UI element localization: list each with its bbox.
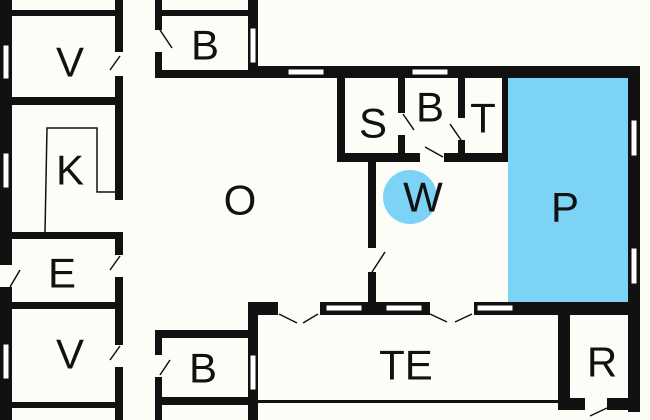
k-counter-line xyxy=(44,127,118,233)
door-openings xyxy=(0,29,608,417)
room-label-k: K xyxy=(56,147,84,194)
room-p-fill xyxy=(508,78,628,302)
room-label-v2: V xyxy=(56,331,84,378)
room-label-w: W xyxy=(403,174,443,221)
room-label-b-bath: B xyxy=(416,84,444,131)
room-label-s: S xyxy=(359,100,387,147)
room-w-marker xyxy=(383,170,437,224)
room-label-r: R xyxy=(587,339,617,386)
windows xyxy=(2,27,638,391)
room-label-o: O xyxy=(224,177,257,224)
room-labels: V B K O E V B S B T W P TE R xyxy=(48,22,617,392)
room-label-b-top: B xyxy=(191,22,219,69)
room-label-v1: V xyxy=(56,39,84,86)
room-label-te: TE xyxy=(379,342,433,389)
room-label-p: P xyxy=(551,184,579,231)
room-label-e: E xyxy=(48,250,76,297)
room-label-b-bottom: B xyxy=(189,345,217,392)
room-label-t: T xyxy=(470,95,496,142)
